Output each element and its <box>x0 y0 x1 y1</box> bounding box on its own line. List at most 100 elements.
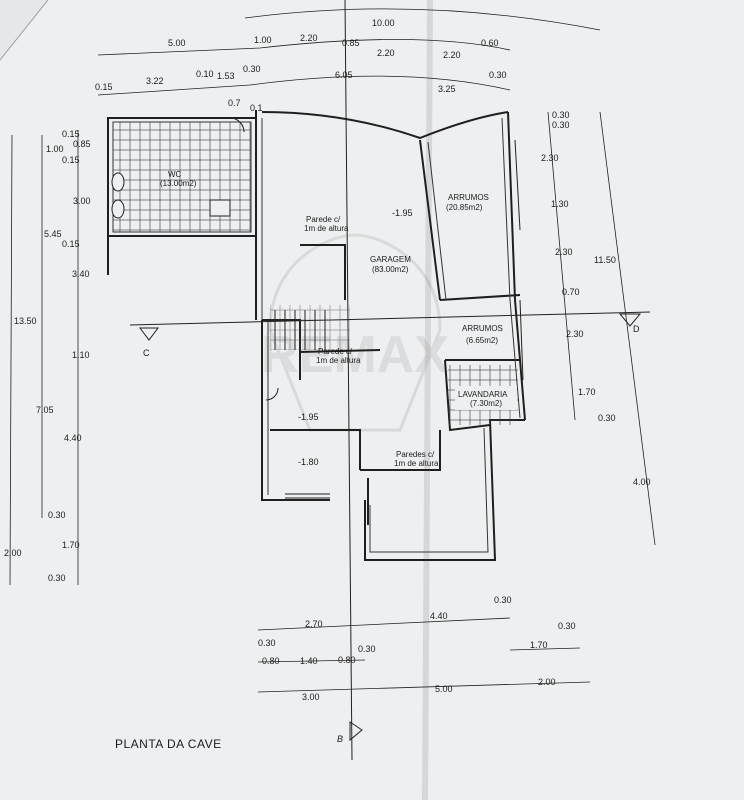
dim-top: 0.85 <box>342 38 360 48</box>
dim-bottom: 0.80 <box>262 656 280 666</box>
room-area-garagem: (83.00m2) <box>372 265 409 274</box>
dim-right: 2.30 <box>555 247 573 257</box>
dim-top: 1.53 <box>217 71 235 81</box>
lavandaria-label-bg <box>455 386 517 410</box>
dim-top: 2.20 <box>377 48 395 58</box>
dim-bottom: 0.80 <box>338 655 356 665</box>
dim-top: 0.15 <box>95 82 113 92</box>
dim-top: 0.7 <box>228 98 241 108</box>
note-parede-1-line-2: 1m de altura <box>304 224 349 233</box>
room-name-arrumos-1: ARRUMOS <box>448 193 489 202</box>
dim-left: 3.40 <box>72 269 90 279</box>
level-mark: -1.95 <box>298 412 319 422</box>
door-swing-icon <box>229 117 245 133</box>
note-parede-2-line-2: 1m de altura <box>316 356 361 365</box>
dim-top: 3.25 <box>438 84 456 94</box>
sheet-edge <box>0 0 49 61</box>
section-c-arrow-icon <box>139 327 159 341</box>
toilet-icon <box>111 172 125 192</box>
dim-right: 0.30 <box>552 120 570 130</box>
dim-right: 0.70 <box>562 287 580 297</box>
dim-top: 10.00 <box>372 18 395 28</box>
dim-left: 0.15 <box>62 129 80 139</box>
drawing-title: PLANTA DA CAVE <box>115 737 222 751</box>
note-paredes-3-line-2: 1m de altura <box>394 459 439 468</box>
door-swing-icon <box>265 387 279 401</box>
dim-right: 11.50 <box>594 255 616 265</box>
dim-left: 3.00 <box>73 196 91 206</box>
dim-bottom: 1.70 <box>530 640 548 650</box>
section-marker-d: D <box>633 324 640 334</box>
note-parede-2-line-1: Parede c/ <box>318 347 353 356</box>
dim-left: 1.10 <box>72 350 90 360</box>
dim-top: 0.60 <box>481 38 499 48</box>
dim-left: 0.30 <box>48 573 66 583</box>
dim-top: 6.05 <box>335 70 353 80</box>
dim-bottom: 0.30 <box>358 644 376 654</box>
dim-bottom: 0.30 <box>558 621 576 631</box>
room-name-wc: WC <box>168 170 182 179</box>
level-mark: -1.80 <box>298 457 319 467</box>
dim-top: 0.30 <box>243 64 261 74</box>
dim-left: 0.30 <box>48 510 66 520</box>
dim-right: 0.30 <box>552 110 570 120</box>
dim-left: 1.00 <box>46 144 64 154</box>
dim-bottom: 4.40 <box>430 611 448 621</box>
dim-left: 0.15 <box>62 155 80 165</box>
note-parede-1-line-1: Parede c/ <box>306 215 341 224</box>
dimension-lines <box>9 8 656 693</box>
room-area-lavandaria: (7.30m2) <box>470 399 502 408</box>
dim-top: 5.00 <box>168 38 186 48</box>
bidet-icon <box>111 199 125 219</box>
sink-icon <box>209 199 231 217</box>
dim-bottom: 2.70 <box>305 619 323 629</box>
dim-right: 1.70 <box>578 387 596 397</box>
room-area-wc: (13.00m2) <box>160 179 197 188</box>
section-b-arrow-icon <box>349 721 363 742</box>
room-name-garagem: GARAGEM <box>370 255 411 264</box>
dim-top: 1.00 <box>254 35 272 45</box>
dim-top: 0.10 <box>196 69 214 79</box>
dim-top: 2.20 <box>443 50 461 60</box>
dim-right: 1.30 <box>551 199 569 209</box>
stair-tiles <box>270 305 350 350</box>
dim-left: 1.70 <box>62 540 80 550</box>
dim-left: 13.50 <box>14 316 37 326</box>
dim-bottom: 5.00 <box>435 684 453 694</box>
dim-bottom: 3.00 <box>302 692 320 702</box>
section-marker-c: C <box>143 348 150 358</box>
dim-left: 0.15 <box>62 239 80 249</box>
dim-right: 0.30 <box>598 413 616 423</box>
paper-fold <box>422 0 433 800</box>
dim-top: 0.1 <box>250 103 263 113</box>
dim-bottom: 0.30 <box>494 595 512 605</box>
level-mark: -1.95 <box>392 208 413 218</box>
dim-bottom: 1.40 <box>300 656 318 666</box>
section-lines <box>129 0 651 761</box>
dim-left: 7.05 <box>36 405 54 415</box>
dim-bottom: 2.00 <box>538 677 556 687</box>
dim-left: 2.00 <box>4 548 22 558</box>
dim-top: 2.20 <box>300 33 318 43</box>
dim-right: 4.00 <box>633 477 651 487</box>
dim-left: 5.45 <box>44 229 62 239</box>
room-area-arrumos-2: (6.65m2) <box>466 336 498 345</box>
section-marker-b: B <box>337 734 343 744</box>
note-paredes-3-line-1: Paredes c/ <box>396 450 435 459</box>
dim-left: 4.40 <box>64 433 82 443</box>
dim-right: 2.30 <box>566 329 584 339</box>
room-name-arrumos-2: ARRUMOS <box>462 324 503 333</box>
section-d-arrow-icon <box>618 313 642 327</box>
dim-top: 0.30 <box>489 70 507 80</box>
stairs <box>274 310 326 350</box>
dim-bottom: 0.30 <box>258 638 276 648</box>
dim-top: 3.22 <box>146 76 164 86</box>
dim-left: 0.85 <box>73 139 91 149</box>
room-name-lavandaria: LAVANDARIA <box>458 390 508 399</box>
room-area-arrumos-1: (20.85m2) <box>446 203 483 212</box>
windows <box>285 139 524 499</box>
plan-walls <box>107 110 526 561</box>
dim-right: 2.30 <box>541 153 559 163</box>
